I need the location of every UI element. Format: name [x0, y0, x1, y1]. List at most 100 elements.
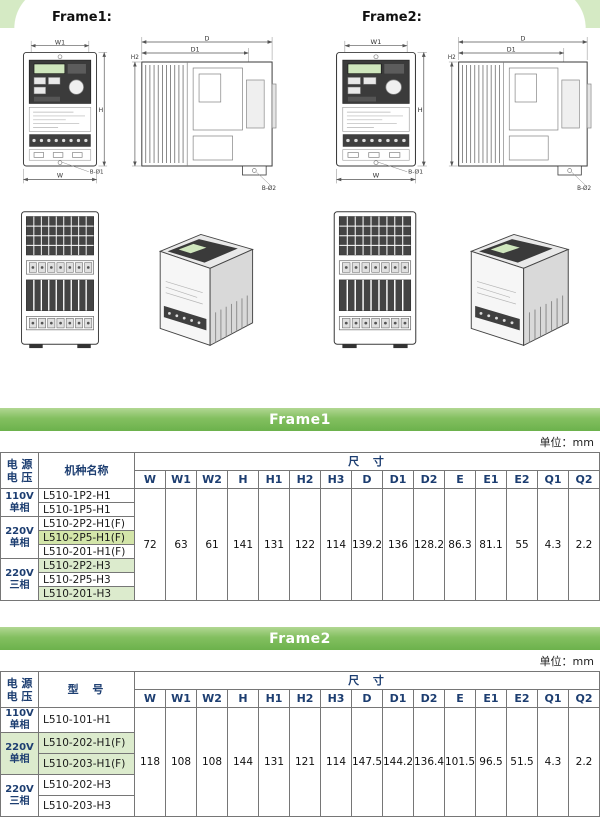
frame1-unit-label: 单位：mm: [539, 436, 594, 449]
model-cell: L510-203-H3: [38, 795, 135, 817]
table-row: L510-203-H3: [1, 795, 600, 817]
dim-col-header: H3: [320, 689, 352, 708]
frame2-section-bar: Frame2: [0, 627, 600, 650]
model-cell: L510-2P2-H3: [38, 558, 135, 573]
frame1-section-bar: Frame1: [0, 408, 600, 431]
power-voltage-cell: 220V 三相: [0, 774, 39, 817]
power-voltage-header: 电 源 电 压: [0, 452, 39, 489]
frame1-dimensions-table: 电 源 电 压 机种名称 尺 寸 W W1 W2 H H1 H2 H3 D D1…: [0, 452, 600, 601]
dim-value-cell: 114: [320, 707, 352, 817]
dim-value-cell: 139.2: [351, 488, 383, 601]
frame2-side-view: [448, 34, 592, 192]
dim-col-header: E1: [475, 470, 507, 489]
model-cell: L510-201-H1(F): [38, 544, 135, 559]
dim-value-cell: 114: [320, 488, 352, 601]
frame1-drawing-label: Frame1:: [52, 10, 112, 25]
model-cell: L510-202-H1(F): [38, 732, 135, 754]
model-name-header: 机种名称: [38, 452, 135, 489]
frame1-bar-label: Frame1: [269, 411, 331, 428]
dim-col-header: W2: [196, 689, 228, 708]
model-cell: L510-2P5-H1(F): [38, 530, 135, 545]
power-voltage-cell: 110V 单相: [0, 707, 39, 733]
dim-value-cell: 55: [506, 488, 538, 601]
dim-col-header: W1: [165, 470, 197, 489]
size-header: 尺 寸: [134, 671, 600, 690]
dim-col-header: W2: [196, 470, 228, 489]
dim-value-cell: 136.4: [413, 707, 445, 817]
table-row: 110V 单相 L510-1P2-H1 72 63 61 141 131 122…: [0, 488, 600, 601]
model-cell: L510-2P5-H3: [38, 572, 135, 587]
dim-value-cell: 2.2: [568, 707, 600, 817]
frame1-front-view: [23, 39, 107, 183]
dim-col-header: D2: [413, 470, 445, 489]
dim-col-header: Q2: [568, 470, 600, 489]
dim-col-header: Q1: [537, 470, 569, 489]
frame1-side-view: [131, 34, 276, 192]
dim-col-header: E1: [475, 689, 507, 708]
dim-value-cell: 147.5: [351, 707, 383, 817]
frame2-dimensions-table: 电 源 电 压 型 号 尺 寸 W W1 W2 H H1 H2 H3 D D1 …: [0, 671, 600, 817]
size-header: 尺 寸: [134, 452, 600, 471]
dim-value-cell: 4.3: [537, 488, 569, 601]
dim-col-header: W1: [165, 689, 197, 708]
dim-value-cell: 128.2: [413, 488, 445, 601]
dim-col-header: W: [134, 689, 166, 708]
dim-value-cell: 136: [382, 488, 414, 601]
drawings-canvas: W1: [20, 0, 600, 349]
dim-value-cell: 63: [165, 488, 197, 601]
table-row: 220V 三相 L510-2P2-H3: [0, 558, 600, 601]
dim-col-header: D: [351, 470, 383, 489]
dim-value-cell: 4.3: [537, 707, 569, 817]
dim-col-header: H: [227, 470, 259, 489]
frame2-iso-view: [470, 233, 569, 346]
dim-value-cell: 118: [134, 707, 166, 817]
power-voltage-cell: 220V 单相: [0, 732, 39, 775]
power-voltage-cell: 110V 单相: [0, 488, 39, 517]
frame1-iso-view: [159, 233, 254, 346]
dim-col-header: E2: [506, 689, 538, 708]
dim-value-cell: 96.5: [475, 707, 507, 817]
table-row: L510-201-H3: [1, 586, 600, 601]
dim-value-cell: 108: [165, 707, 197, 817]
power-voltage-cell: 220V 三相: [0, 558, 39, 601]
model-cell: L510-1P5-H1: [38, 502, 135, 517]
dim-value-cell: 61: [196, 488, 228, 601]
dim-value-cell: 81.1: [475, 488, 507, 601]
dim-value-cell: 144.2: [382, 707, 414, 817]
table-row: L510-201-H1(F): [1, 544, 600, 559]
model-cell: L510-2P2-H1(F): [38, 516, 135, 531]
dim-col-header: D1: [382, 689, 414, 708]
dim-value-cell: 108: [196, 707, 228, 817]
model-cell: L510-203-H1(F): [38, 753, 135, 775]
dim-value-cell: 121: [289, 707, 321, 817]
frame1-open-view: [20, 211, 100, 349]
dim-value-cell: 101.5: [444, 707, 476, 817]
dim-col-header: H2: [289, 470, 321, 489]
dim-col-header: D2: [413, 689, 445, 708]
dim-col-header: E: [444, 689, 476, 708]
model-name-header: 型 号: [38, 671, 135, 708]
table-row: 220V 单相 L510-202-H1(F): [0, 732, 600, 775]
table-row: 220V 单相 L510-2P2-H1(F): [0, 516, 600, 559]
dim-value-cell: 131: [258, 707, 290, 817]
power-voltage-header: 电 源 电 压: [0, 671, 39, 708]
dim-col-header: E: [444, 470, 476, 489]
dim-col-header: H1: [258, 470, 290, 489]
dim-col-header: D1: [382, 470, 414, 489]
frame2-front-view: [337, 38, 427, 183]
dim-value-cell: 86.3: [444, 488, 476, 601]
table-row: L510-203-H1(F): [1, 753, 600, 775]
dim-col-header: H3: [320, 470, 352, 489]
frame2-drawing-label: Frame2:: [362, 10, 422, 25]
dim-value-cell: 2.2: [568, 488, 600, 601]
dim-col-header: H2: [289, 689, 321, 708]
dim-value-cell: 72: [134, 488, 166, 601]
dim-col-header: H: [227, 689, 259, 708]
dim-col-header: Q1: [537, 689, 569, 708]
table-row: 110V 单相 L510-101-H1 118 108 108 144 131 …: [0, 707, 600, 817]
frame2-bar-label: Frame2: [269, 630, 331, 647]
dim-value-cell: 144: [227, 707, 259, 817]
dim-value-cell: 141: [227, 488, 259, 601]
technical-drawings-section: Frame1: Frame2: W1: [0, 0, 600, 400]
